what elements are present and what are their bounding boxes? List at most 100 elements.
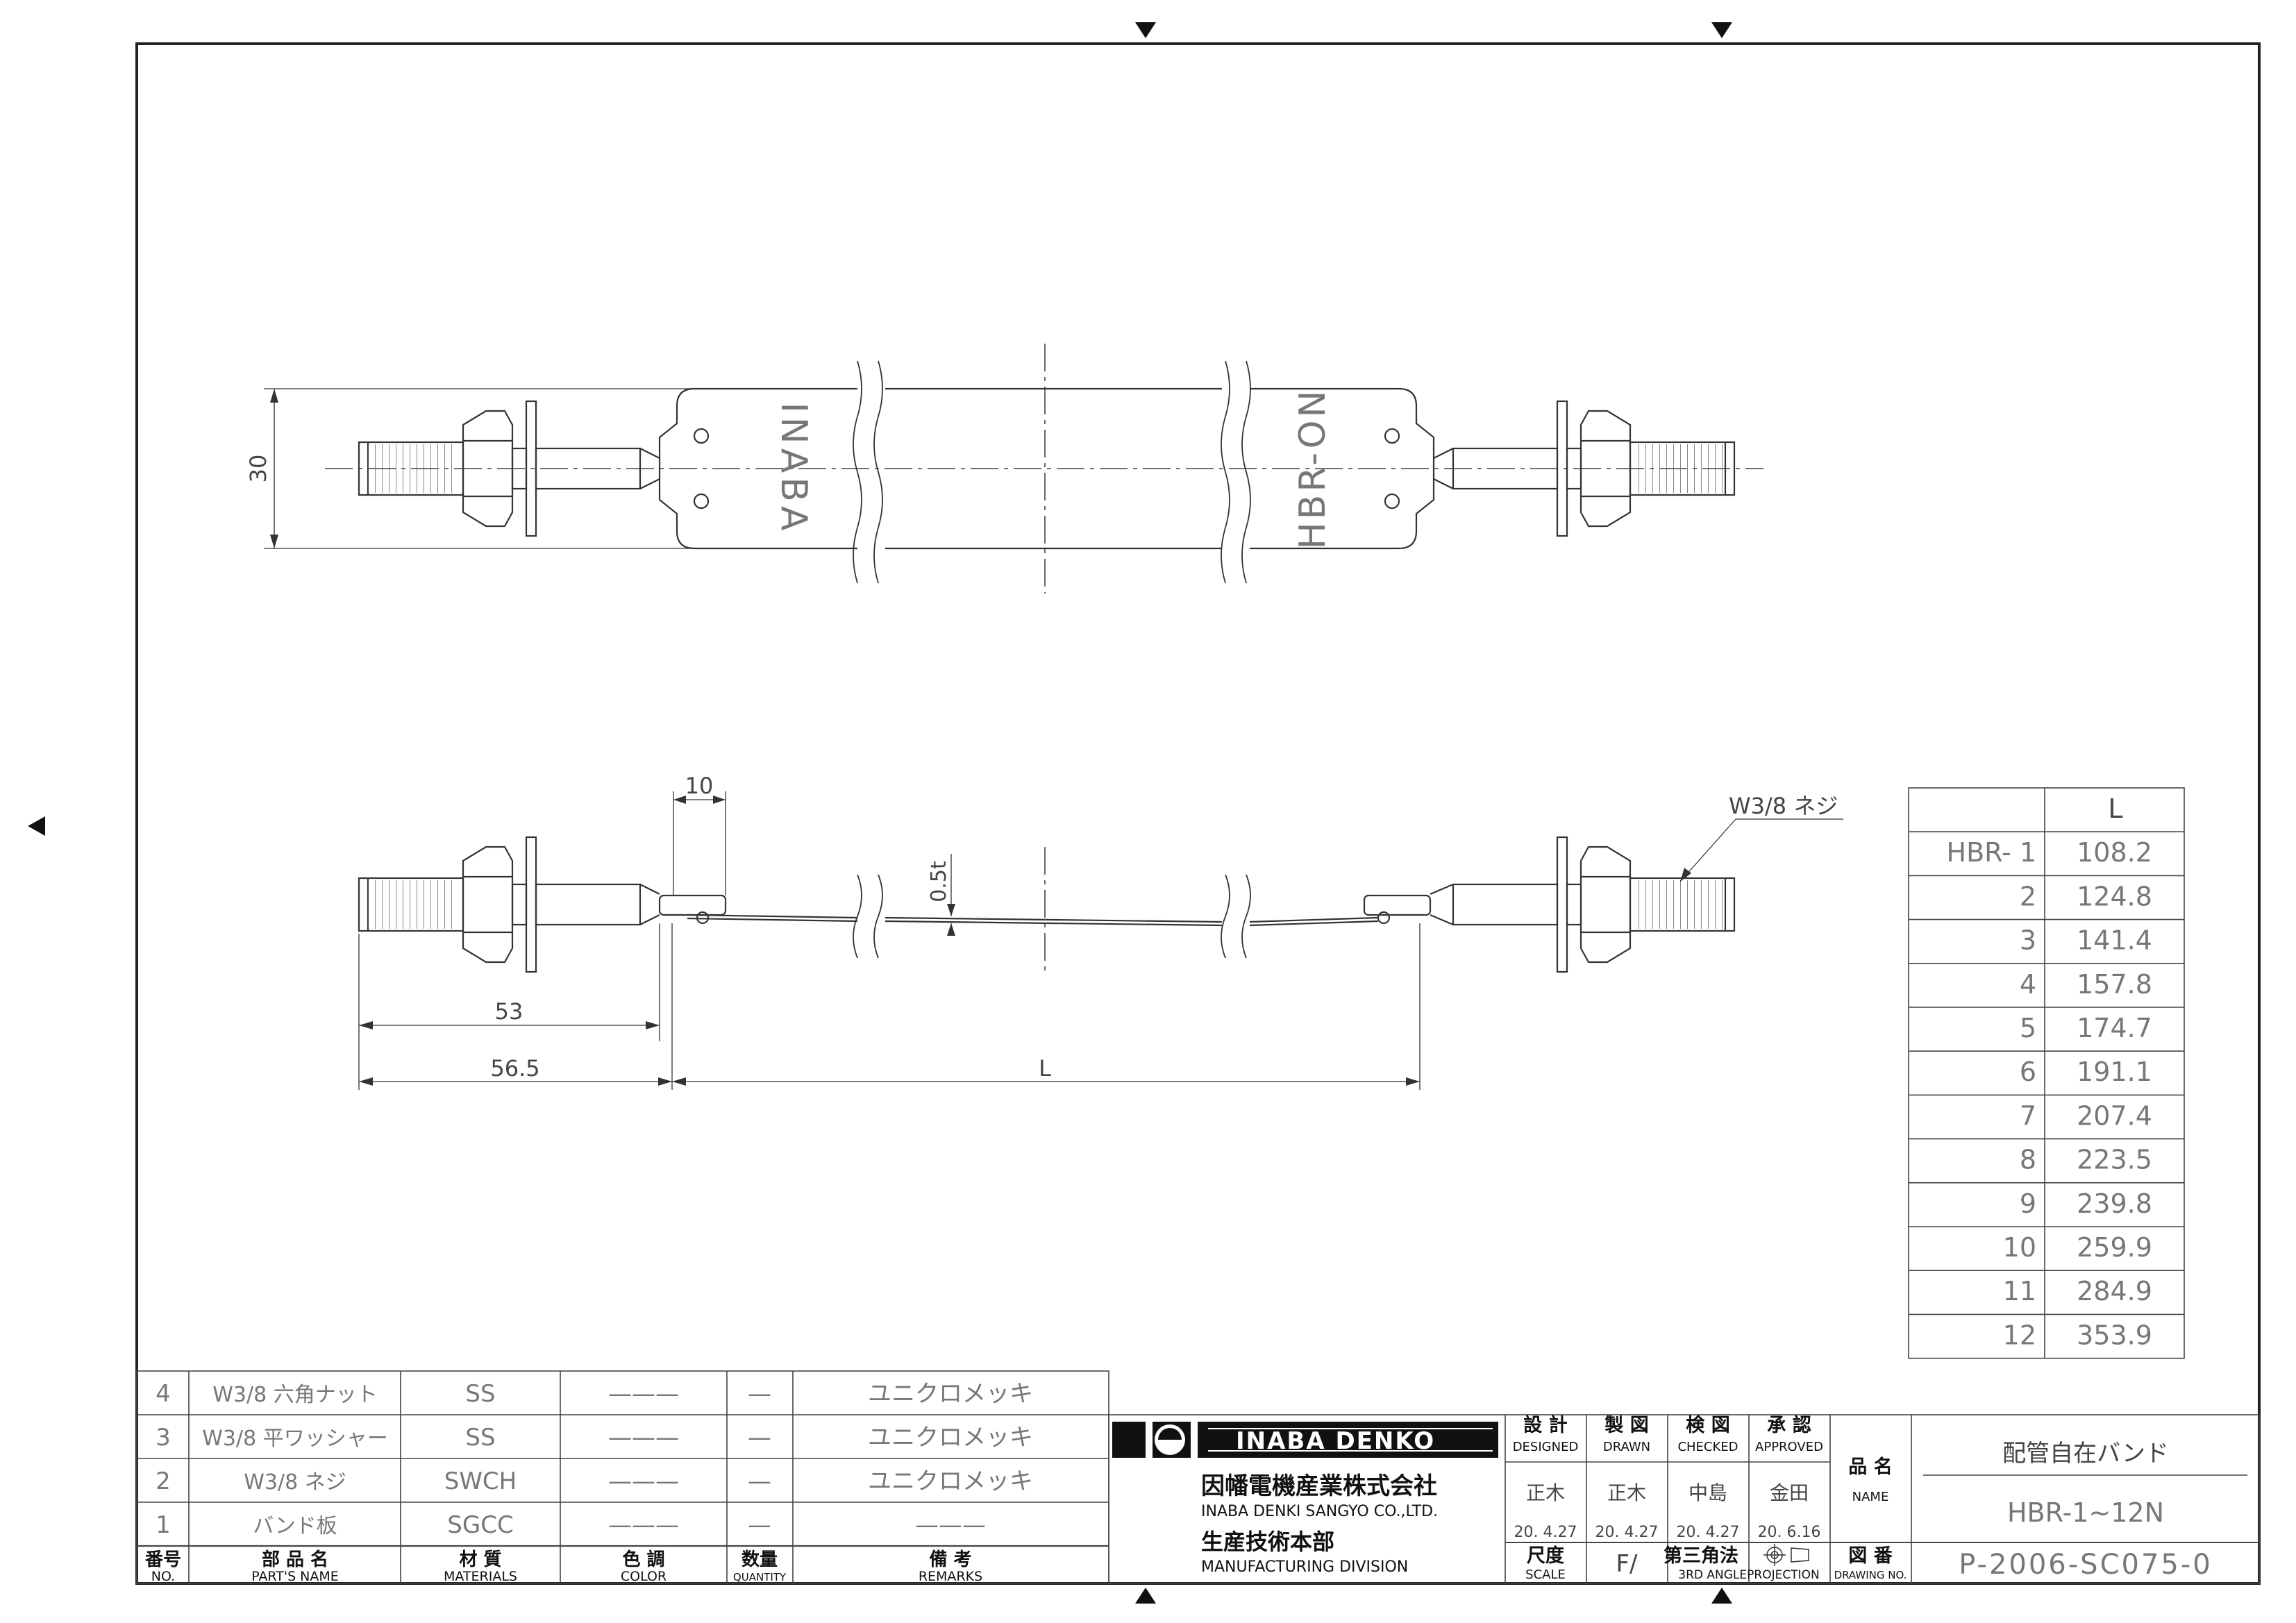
length-table-model: 9 [2020,1188,2036,1219]
parts-cell-no: 2 [156,1468,171,1495]
scale-label-jp: 尺度 [1527,1545,1564,1567]
parts-cell-qty: — [748,1380,771,1408]
parts-cell-name: バンド板 [253,1514,337,1538]
side-view [358,791,1843,1090]
length-table-value: 108.2 [2077,837,2152,868]
header-color-en: COLOR [621,1569,667,1584]
left-eye-side [658,894,727,916]
left-hole-lower [693,493,710,510]
checked-label-en: CHECKED [1677,1440,1738,1454]
projection-label-en: 3RD ANGLEPROJECTION [1678,1568,1819,1582]
length-table-value: 353.9 [2077,1320,2152,1350]
right-hex-nut-side [1579,846,1632,964]
top-view [264,344,1763,594]
length-table-value: 239.8 [2077,1188,2152,1219]
header-qty-jp: 数量 [741,1549,778,1570]
drawn-by: 正木 [1607,1481,1646,1504]
left-plate-end [658,387,722,550]
division-jp: 生産技術本部 [1201,1529,1334,1555]
company-logo [1112,1422,1498,1458]
approved-by: 金田 [1770,1481,1809,1504]
right-eye-side [1363,894,1432,916]
length-table-value: 174.7 [2077,1013,2152,1043]
right-hole-upper [1384,428,1400,444]
parts-cell-no: 4 [156,1380,171,1408]
designed-by: 正木 [1526,1481,1565,1504]
drawing-number: P-2006-SC075-0 [1959,1549,2212,1581]
company-name-jp: 因幡電機産業株式会社 [1201,1472,1437,1500]
drawn-label-en: DRAWN [1603,1440,1650,1454]
header-material-jp: 材 質 [459,1549,501,1570]
header-no-en: NO. [151,1569,175,1584]
parts-cell-name: W3/8 六角ナット [212,1383,377,1407]
division-en: MANUFACTURING DIVISION [1201,1558,1408,1576]
right-washer-side [1556,836,1568,973]
header-material-en: MATERIALS [444,1569,517,1584]
center-mark-top-left [1135,22,1156,38]
length-table-model: HBR- 1 [1947,837,2036,868]
length-table-value: 223.5 [2077,1145,2152,1175]
center-mark-bottom-right [1711,1588,1732,1604]
parts-cell-qty: — [748,1468,771,1495]
parts-cell-remarks: ユニクロメッキ [868,1380,1033,1408]
header-color-jp: 色 調 [622,1549,664,1570]
parts-cell-material: SS [465,1380,495,1408]
parts-cell-material: SS [465,1424,495,1452]
parts-cell-color: ——— [608,1468,679,1495]
parts-cell-name: W3/8 平ワッシャー [202,1427,387,1451]
thread-callout: W3/8 ネジ [1729,793,1838,819]
dim-53: 53 [495,998,523,1025]
header-no-jp: 番号 [145,1549,181,1570]
band-stamp-model: HBR-ON [1292,388,1334,550]
projection-label-jp: 第三角法 [1664,1545,1738,1567]
dim-56-5: 56.5 [490,1055,539,1082]
parts-cell-color: ——— [608,1511,679,1539]
parts-cell-material: SGCC [447,1511,513,1539]
left-hex-nut-top [462,410,514,528]
length-table-model: 4 [2020,969,2036,1000]
length-table-value: 191.1 [2077,1057,2152,1087]
company-name-en: INABA DENKI SANGYO CO.,LTD. [1201,1503,1438,1520]
header-qty-en: QUANTITY [733,1571,787,1583]
dim-height-30: 30 [245,455,271,483]
length-table-model: 7 [2020,1100,2036,1131]
length-table-value: 259.9 [2077,1232,2152,1263]
parts-cell-remarks: ユニクロメッキ [868,1424,1033,1452]
header-name-jp: 部 品 名 [262,1549,328,1570]
left-washer-side [525,836,537,973]
parts-cell-no: 1 [156,1511,171,1539]
product-name-jp: 配管自在バンド [2002,1440,2169,1468]
product-name-en: HBR-1~12N [2007,1497,2164,1528]
length-table-value: 141.4 [2077,925,2152,956]
length-table-model: 3 [2020,925,2036,956]
designed-date: 20. 4.27 [1514,1524,1577,1541]
parts-list-grid [136,1370,1109,1584]
approved-label-jp: 承 認 [1767,1414,1811,1436]
length-table-model: 6 [2020,1057,2036,1087]
length-table [1908,787,2185,1359]
length-table-header: L [2108,793,2122,824]
checked-date: 20. 4.27 [1677,1524,1740,1541]
length-table-value: 124.8 [2077,881,2152,911]
logo-text: INABA DENKO [1236,1427,1435,1455]
center-mark-top-right [1711,22,1732,38]
checked-by: 中島 [1689,1481,1727,1504]
scale-label-en: SCALE [1525,1567,1566,1582]
dim-10: 10 [685,773,714,799]
right-rod-top [1629,441,1736,496]
checked-label-jp: 検 図 [1686,1415,1729,1436]
left-hole-upper [693,428,710,444]
parts-cell-remarks: ——— [915,1511,986,1539]
sheet-border [135,42,2261,1585]
length-table-value: 284.9 [2077,1276,2152,1306]
designed-label-jp: 設 計 [1523,1414,1567,1436]
length-table-model: 2 [2020,881,2036,911]
center-mark-bottom-left [1135,1588,1156,1604]
parts-cell-color: ——— [608,1380,679,1408]
parts-cell-material: SWCH [444,1468,517,1495]
dim-L: L [1039,1055,1051,1082]
center-mark-left [28,816,45,836]
right-hole-lower [1384,493,1400,510]
